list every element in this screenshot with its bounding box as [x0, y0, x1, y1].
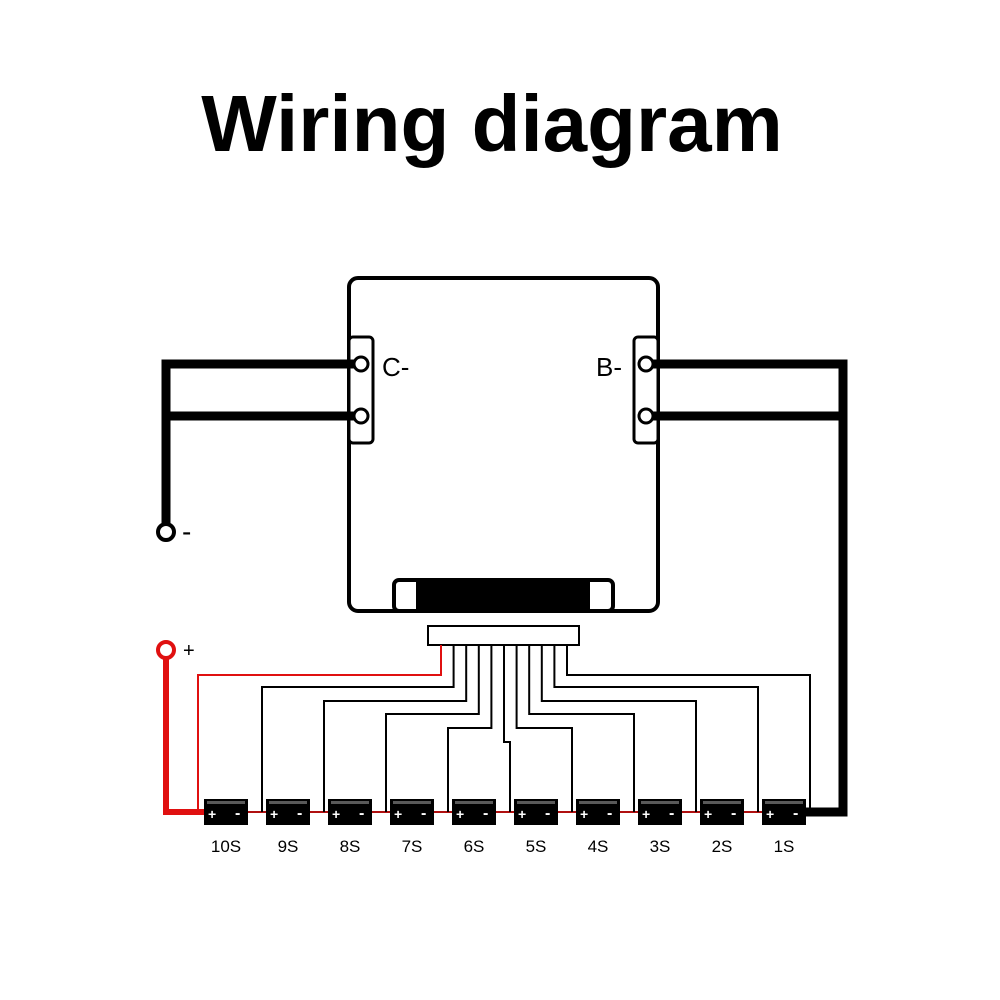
cell-label: 10S [211, 837, 241, 856]
cell-highlight [207, 801, 245, 804]
c-minus-screw-1 [352, 355, 370, 373]
diagram-title: Wiring diagram [201, 79, 783, 168]
b-minus-screw-2 [637, 407, 655, 425]
balance-wire-5 [503, 645, 511, 812]
cell-label: 6S [464, 837, 485, 856]
cell-minus-label: - [235, 805, 240, 822]
positive-output-terminal [156, 640, 176, 660]
cell-body [576, 799, 620, 825]
balance-wire-1 [261, 645, 455, 812]
balance-wire-7 [528, 645, 635, 812]
b-minus-wire [646, 359, 848, 817]
cell-minus-label: - [483, 805, 488, 822]
cell-plus-label: + [456, 806, 464, 822]
cell-4S: + - 4S [576, 799, 620, 856]
cell-minus-label: - [793, 805, 798, 822]
cell-body [266, 799, 310, 825]
cell-2S: + - 2S [700, 799, 744, 856]
balance-wire-6 [515, 645, 573, 812]
cell-plus-label: + [766, 806, 774, 822]
cells: +-10S+-9S+-8S+-7S+-6S+-5S+-4S+-3S+-2S+-1… [204, 799, 806, 856]
cell-label: 5S [526, 837, 547, 856]
positive-main-wire [163, 650, 204, 815]
negative-output-label: - [182, 516, 191, 547]
cell-body [328, 799, 372, 825]
c-minus-wire [161, 359, 361, 532]
cell-minus-label: - [731, 805, 736, 822]
cell-minus-label: - [669, 805, 674, 822]
cell-plus-label: + [580, 806, 588, 822]
cell-7S: + - 7S [390, 799, 434, 856]
b-minus-label: B- [596, 352, 622, 382]
balance-wire-10 [566, 645, 811, 812]
cell-plus-label: + [270, 806, 278, 822]
cell-3S: + - 3S [638, 799, 682, 856]
balance-wires [197, 645, 811, 812]
balance-wire-0 [197, 645, 442, 812]
balance-plug [427, 625, 580, 646]
cell-plus-label: + [518, 806, 526, 822]
balance-wire-9 [553, 645, 759, 812]
cell-label: 4S [588, 837, 609, 856]
cell-minus-label: - [545, 805, 550, 822]
cell-plus-label: + [642, 806, 650, 822]
cell-minus-label: - [421, 805, 426, 822]
bms-board [347, 276, 660, 613]
cell-plus-label: + [394, 806, 402, 822]
cell-label: 1S [774, 837, 795, 856]
cell-label: 9S [278, 837, 299, 856]
cell-label: 2S [712, 837, 733, 856]
cell-body [638, 799, 682, 825]
cell-label: 3S [650, 837, 671, 856]
cell-plus-label: + [208, 806, 216, 822]
cell-10S: + - 10S [204, 799, 248, 856]
cell-minus-label: - [359, 805, 364, 822]
c-minus-terminal-block [347, 335, 375, 445]
balance-wire-2 [323, 645, 468, 812]
cell-highlight [579, 801, 617, 804]
balance-socket-body [416, 580, 590, 611]
cell-body [762, 799, 806, 825]
cell-minus-label: - [297, 805, 302, 822]
cell-minus-label: - [607, 805, 612, 822]
b-minus-terminal-block [632, 335, 660, 445]
cell-body [390, 799, 434, 825]
cell-1S: + - 1S [762, 799, 806, 856]
c-minus-label: C- [382, 352, 409, 382]
positive-output-label: + [183, 640, 195, 662]
c-minus-screw-2 [352, 407, 370, 425]
cell-6S: + - 6S [452, 799, 496, 856]
cell-5S: + - 5S [514, 799, 558, 856]
cell-plus-label: + [704, 806, 712, 822]
cell-highlight [765, 801, 803, 804]
cell-body [204, 799, 248, 825]
balance-wire-3 [385, 645, 480, 812]
cell-body [514, 799, 558, 825]
cell-highlight [517, 801, 555, 804]
cell-9S: + - 9S [266, 799, 310, 856]
cell-plus-label: + [332, 806, 340, 822]
cell-body [452, 799, 496, 825]
cell-highlight [393, 801, 431, 804]
cell-8S: + - 8S [328, 799, 372, 856]
cell-highlight [331, 801, 369, 804]
cell-highlight [269, 801, 307, 804]
cell-highlight [641, 801, 679, 804]
cell-label: 8S [340, 837, 361, 856]
b-minus-screw-1 [637, 355, 655, 373]
negative-output-terminal [156, 522, 176, 542]
cell-body [700, 799, 744, 825]
balance-wire-4 [447, 645, 493, 812]
cell-highlight [703, 801, 741, 804]
cell-label: 7S [402, 837, 423, 856]
balance-wire-8 [540, 645, 697, 812]
cell-highlight [455, 801, 493, 804]
